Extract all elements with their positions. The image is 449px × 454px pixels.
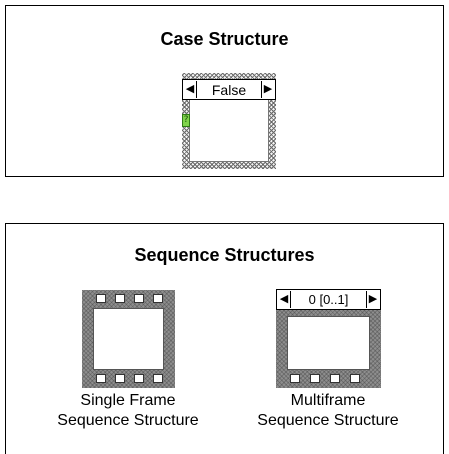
film-hole-icon [330, 374, 340, 383]
multiframe-caption-line1: Multiframe [290, 392, 366, 409]
film-hole-icon [134, 374, 144, 383]
film-hole-icon [96, 294, 106, 303]
multiframe-diagram-area[interactable] [287, 316, 370, 370]
film-hole-icon [134, 294, 144, 303]
increment-arrow-icon[interactable]: ▶ [366, 291, 379, 308]
multiframe-sequence-structure[interactable] [276, 306, 381, 388]
film-hole-icon [153, 294, 163, 303]
film-hole-icon [153, 374, 163, 383]
case-selector-value[interactable]: False [211, 81, 247, 98]
sequence-selector-label[interactable]: ◀ 0 [0..1] ▶ [276, 289, 381, 310]
film-hole-icon [310, 374, 320, 383]
single-frame-diagram-area[interactable] [93, 308, 164, 370]
film-hole-icon [115, 374, 125, 383]
multiframe-caption-line2: Sequence Structure [257, 412, 399, 429]
sequence-structures-title: Sequence Structures [134, 245, 315, 265]
case-structure-panel: Case Structure ◀ False ▶ ? [5, 5, 444, 177]
single-frame-sequence-structure[interactable] [82, 290, 175, 388]
case-structure-title: Case Structure [160, 29, 289, 49]
film-holes-top [82, 294, 175, 304]
film-hole-icon [96, 374, 106, 383]
film-holes-bottom [276, 374, 381, 384]
case-selector-label[interactable]: ◀ False ▶ [182, 79, 276, 100]
film-hole-icon [350, 374, 360, 383]
single-frame-caption-line1: Single Frame [80, 392, 176, 409]
film-holes-bottom [82, 374, 175, 384]
case-structure-diagram-area[interactable] [189, 94, 269, 162]
increment-arrow-icon[interactable]: ▶ [261, 81, 274, 98]
sequence-selector-value[interactable]: 0 [0..1] [308, 292, 349, 307]
film-hole-icon [290, 374, 300, 383]
film-hole-icon [115, 294, 125, 303]
decrement-arrow-icon[interactable]: ◀ [278, 291, 291, 308]
sequence-structures-panel: Sequence Structures ◀ 0 [0..1] ▶ Si [5, 223, 444, 454]
selector-terminal-icon[interactable]: ? [182, 114, 190, 127]
single-frame-caption-line2: Sequence Structure [57, 412, 199, 429]
decrement-arrow-icon[interactable]: ◀ [184, 81, 197, 98]
